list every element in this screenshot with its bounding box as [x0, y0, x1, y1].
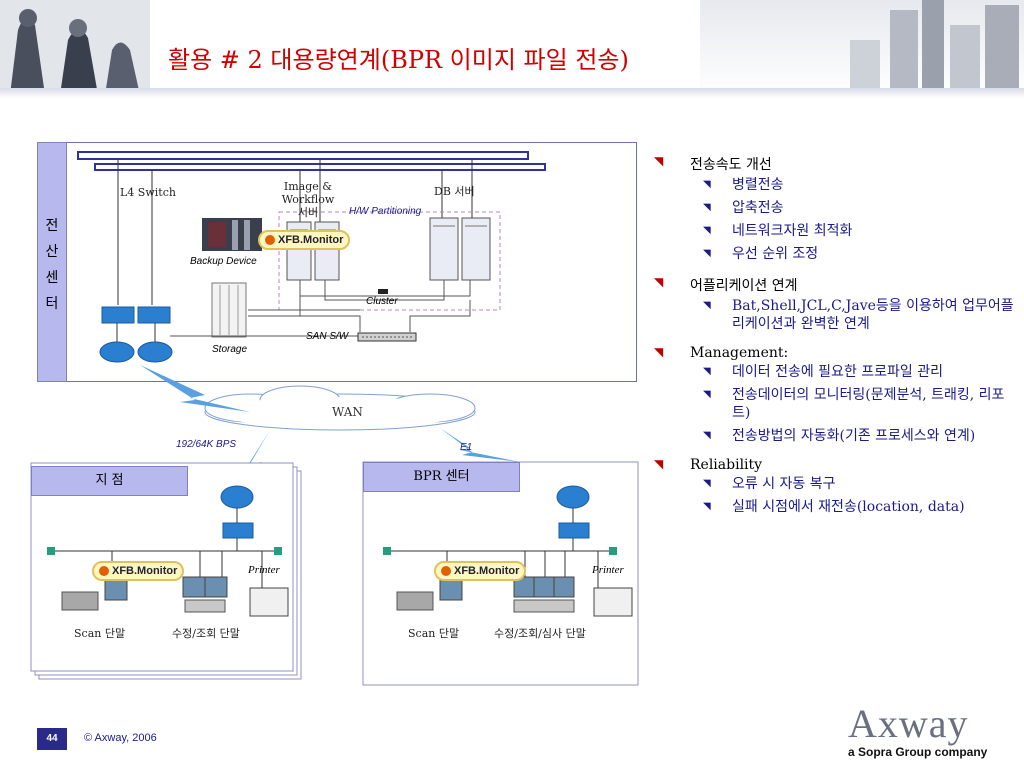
- bullet-item: 압축전송: [650, 199, 1020, 217]
- storage-label: Storage: [212, 344, 248, 355]
- bpr-edit-terminal-label: 수정/조회/심사 단말: [494, 627, 586, 640]
- wan-label: WAN: [332, 405, 363, 419]
- bpr-scan-terminal-label: Scan 단말: [408, 627, 460, 640]
- image-server-label-line: 서버: [297, 206, 319, 219]
- bullet-item: 데이터 전송에 필요한 프로파일 관리: [650, 363, 1020, 381]
- datacenter-side-label: 전 산 센 터: [37, 142, 67, 382]
- image-server-label-line: Workflow: [281, 193, 335, 206]
- datacenter-xfb-monitor: XFB.Monitor: [258, 230, 350, 250]
- backup-device: [202, 218, 262, 251]
- bullet-item: 병렬전송: [650, 176, 1020, 194]
- bullet-heading: 어플리케이션 연계: [650, 275, 1020, 295]
- side-char: 센: [45, 270, 59, 286]
- copyright: © Axway, 2006: [84, 732, 157, 744]
- branch-network: [47, 485, 289, 617]
- bpr-network: [383, 485, 633, 617]
- logo-tagline: a Sopra Group company: [848, 745, 988, 759]
- san-switch-label: SAN S/W: [306, 331, 349, 342]
- dc-wan-link: [140, 365, 250, 412]
- page-title: 활용 # 2 대용량연계(BPR 이미지 파일 전송): [168, 46, 629, 74]
- xfb-monitor-label: XFB.Monitor: [454, 565, 520, 577]
- header-skyline-photo: [700, 0, 1024, 95]
- bullet-item: 전송데이터의 모니터링(문제분석, 트래킹, 리포트): [650, 386, 1020, 422]
- backup-device-label: Backup Device: [190, 256, 257, 267]
- wan-cloud: [204, 385, 476, 431]
- branch-label: 지 점: [31, 466, 188, 496]
- bullet-item: 실패 시점에서 재전송(location, data): [650, 498, 1020, 516]
- xfb-monitor-icon: [441, 566, 451, 576]
- page-number: 44: [37, 728, 67, 750]
- feature-list: 전송속도 개선 병렬전송 압축전송 네트워크자원 최적화 우선 순위 조정 어플…: [650, 150, 1020, 521]
- header-people-photo: [0, 0, 150, 95]
- bullet-heading: 전송속도 개선: [650, 154, 1020, 174]
- hw-partition-box: [278, 211, 501, 311]
- side-char: 산: [45, 244, 59, 260]
- xfb-monitor-icon: [99, 566, 109, 576]
- xfb-monitor-label: XFB.Monitor: [278, 234, 344, 246]
- l4-switches: [99, 306, 173, 363]
- branch-scan-terminal-label: Scan 단말: [74, 627, 126, 640]
- bullet-item: 우선 순위 조정: [650, 245, 1020, 263]
- branch-printer-label: Printer: [248, 564, 280, 576]
- image-server-label-line: Image &: [283, 180, 333, 193]
- branch-edit-terminal-label: 수정/조회 단말: [172, 627, 240, 640]
- bullet-item: 네트워크자원 최적화: [650, 222, 1020, 240]
- bpr-printer-label: Printer: [592, 564, 624, 576]
- header-divider: [0, 88, 1024, 98]
- bullet-heading: Management:: [650, 345, 1020, 361]
- wan-link-left-label: 192/64K BPS: [176, 439, 237, 450]
- xfb-monitor-icon: [265, 235, 275, 245]
- bullet-heading: Reliability: [650, 457, 1020, 473]
- db-server-label: DB 서버: [434, 185, 475, 198]
- storage-unit: [211, 282, 247, 338]
- image-server-label: Image & Workflow 서버: [278, 180, 338, 219]
- bullet-item: 오류 시 자동 복구: [650, 475, 1020, 493]
- bullet-item: Bat,Shell,JCL,C,Jave등을 이용하여 업무어플리케이션과 완벽…: [650, 297, 1020, 333]
- bpr-wan-link: [440, 428, 520, 462]
- xfb-monitor-label: XFB.Monitor: [112, 565, 178, 577]
- axway-logo: Axway: [848, 701, 969, 746]
- l4-switch-label: L4 Switch: [120, 186, 176, 199]
- db-server-rack: [429, 217, 491, 281]
- cluster-label: Cluster: [366, 296, 398, 307]
- bpr-center-label: BPR 센터: [363, 462, 520, 492]
- branch-xfb-monitor: XFB.Monitor: [92, 561, 184, 581]
- wan-link-right-label: E1: [460, 442, 473, 453]
- bullet-item: 전송방법의 자동화(기존 프로세스와 연계): [650, 427, 1020, 445]
- bpr-xfb-monitor: XFB.Monitor: [434, 561, 526, 581]
- side-char: 터: [45, 296, 59, 312]
- side-char: 전: [45, 218, 59, 234]
- backbone-bar-1: [77, 151, 529, 160]
- cluster-node: [378, 289, 388, 294]
- hw-partitioning-label: H/W Partitioning: [349, 206, 422, 217]
